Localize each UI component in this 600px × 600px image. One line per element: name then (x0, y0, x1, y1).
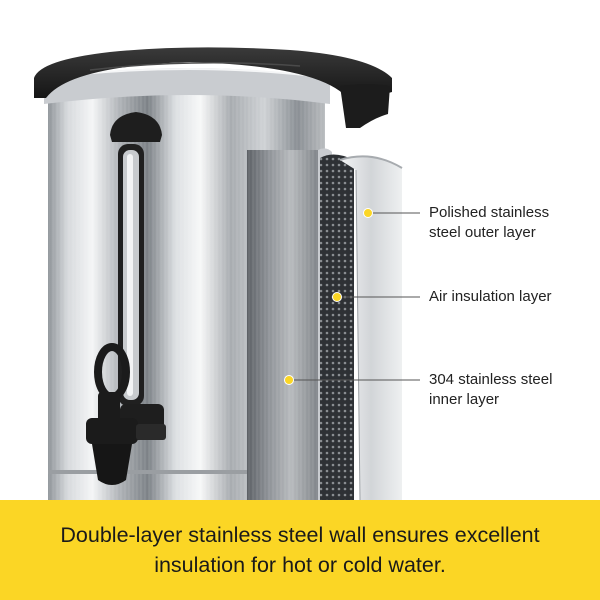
callout-pointer-outer-layer (363, 208, 420, 218)
callout-label-inner-layer: 304 stainless steel inner layer (429, 370, 552, 410)
urn-lid-handle (34, 47, 392, 128)
cutaway-wall-section (247, 148, 403, 500)
dispenser-tap (86, 343, 166, 485)
callout-label-inner-layer-line2: inner layer (429, 391, 500, 408)
callout-label-inner-layer-line1: 304 stainless steel (429, 371, 553, 388)
callout-label-outer-layer-line2: steel outer layer (429, 224, 536, 241)
caption-line-1: Double-layer stainless steel wall ensure… (60, 523, 540, 547)
callout-label-outer-layer-line1: Polished stainless (429, 204, 550, 221)
callout-pointer-inner-layer (284, 375, 420, 385)
callout-label-air-layer: Air insulation layer (429, 287, 552, 307)
caption-banner: Double-layer stainless steel wall ensure… (0, 500, 600, 600)
callout-pointer-air-layer (332, 292, 420, 302)
callout-label-outer-layer: Polished stainless steel outer layer (429, 203, 549, 243)
caption-line-2: insulation for hot or cold water. (154, 553, 446, 577)
hot-water-urn-cutaway-image (34, 47, 420, 500)
callout-label-air-layer-line1: Air insulation layer (429, 288, 552, 305)
